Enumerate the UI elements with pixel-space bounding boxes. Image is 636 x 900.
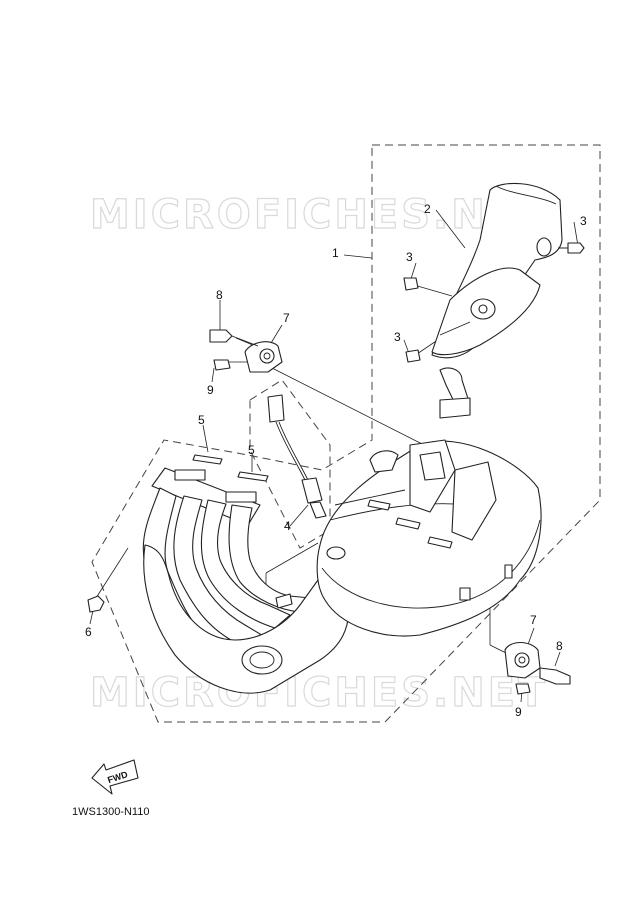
nut (87, 595, 105, 613)
assembly-boundaries (91, 144, 601, 723)
callout-1: 1 (332, 246, 339, 260)
cover-bolt-1 (558, 242, 585, 254)
callout-5a: 5 (198, 413, 205, 427)
callout-3a: 3 (580, 214, 587, 228)
fwd-arrow-icon: FWD (91, 759, 139, 795)
muffler-cover (431, 182, 563, 419)
gasket-1 (192, 454, 223, 465)
watermark-top: MICROFICHES.NET (90, 192, 548, 238)
cover-bolt-3 (405, 349, 421, 363)
exhaust-header-pipes (142, 467, 349, 694)
callout-labels: 1 2 3 3 3 4 5 5 6 7 8 9 7 8 9 (85, 202, 587, 719)
callout-9b: 9 (515, 705, 522, 719)
callout-3c: 3 (394, 330, 401, 344)
callout-2: 2 (424, 202, 431, 216)
callout-7a: 7 (283, 311, 290, 325)
callout-8b: 8 (556, 639, 563, 653)
callout-3b: 3 (406, 250, 413, 264)
pipe-clamp (275, 593, 293, 609)
callout-9a: 9 (207, 383, 214, 397)
gasket-2 (237, 471, 269, 482)
callout-4: 4 (284, 519, 291, 533)
callout-5b: 5 (248, 443, 255, 457)
muffler-assembly-boundary (91, 144, 601, 723)
diagram-code: 1WS1300-N110 (72, 806, 149, 818)
callout-8a: 8 (216, 288, 223, 302)
callout-7b: 7 (530, 613, 537, 627)
callout-6: 6 (85, 625, 92, 639)
watermark-bottom: MICROFICHES.NET (90, 670, 548, 716)
muffler-body (316, 439, 542, 637)
oxygen-sensor (267, 394, 327, 519)
mount-bracket-bottom (504, 641, 571, 695)
cover-bolt-2 (403, 277, 419, 291)
mount-bracket-top (209, 329, 283, 373)
